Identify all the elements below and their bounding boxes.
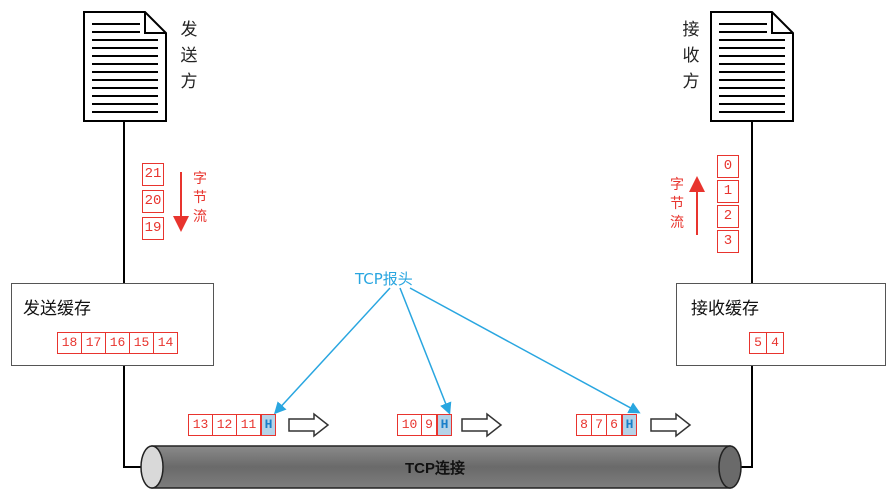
segment-byte: 11 — [237, 415, 261, 435]
receiver-stream-byte: 3 — [717, 230, 739, 253]
tcp-header-label: TCP报头 — [355, 270, 413, 288]
receive-buffer-byte: 5 — [750, 333, 767, 353]
segment-byte: 8 — [577, 415, 592, 435]
receiver-stream-byte: 0 — [717, 155, 739, 178]
sender-stream-byte: 21 — [142, 163, 164, 186]
receiver-stream-byte: 2 — [717, 205, 739, 228]
send-buffer-bytes: 18 17 16 15 14 — [57, 332, 178, 354]
sender-document-icon — [83, 11, 167, 122]
tcp-header-cell: H — [622, 415, 636, 435]
receive-buffer-bytes: 5 4 — [749, 332, 784, 354]
segment-byte: 13 — [189, 415, 213, 435]
segment-byte: 7 — [592, 415, 607, 435]
receiver-stream-byte: 1 — [717, 180, 739, 203]
send-buffer-byte: 17 — [82, 333, 106, 353]
segment-direction-arrows — [288, 412, 692, 438]
receive-buffer-title: 接收缓存 — [691, 299, 759, 319]
send-buffer-byte: 14 — [157, 335, 174, 350]
tcp-pipe — [140, 445, 742, 489]
segment-3-arrow-icon — [650, 412, 692, 438]
send-buffer-byte: 18 — [58, 333, 82, 353]
segment-3: 8 7 6 H — [576, 414, 637, 436]
sender-stream-label: 字 节 流 — [193, 171, 207, 225]
send-buffer: 发送缓存 18 17 16 15 14 — [11, 283, 214, 366]
receiver-stream-label: 字 节 流 — [670, 177, 684, 231]
sender-label: 发 送 方 — [180, 20, 198, 92]
send-buffer-byte: 15 — [130, 333, 154, 353]
receiver-document-icon — [710, 11, 794, 122]
sender-stream-byte: 19 — [142, 217, 164, 240]
segment-1: 13 12 11 H — [188, 414, 276, 436]
receive-buffer: 接收缓存 5 4 — [676, 283, 886, 366]
segment-2-arrow-icon — [461, 412, 503, 438]
segment-byte: 9 — [422, 415, 437, 435]
tcp-header-cell: H — [261, 415, 275, 435]
sender-stream-byte: 20 — [142, 190, 164, 213]
receiver-label: 接 收 方 — [682, 20, 700, 92]
tcp-header-cell: H — [437, 415, 451, 435]
receive-buffer-byte: 4 — [771, 335, 779, 350]
segment-byte: 10 — [398, 415, 422, 435]
segment-2: 10 9 H — [397, 414, 452, 436]
segment-byte: 6 — [607, 415, 622, 435]
segment-byte: 12 — [213, 415, 237, 435]
segment-1-arrow-icon — [288, 412, 330, 438]
tcp-header-pointers — [273, 287, 641, 415]
send-buffer-byte: 16 — [106, 333, 130, 353]
send-buffer-title: 发送缓存 — [23, 299, 91, 319]
tcp-connection-label: TCP连接 — [405, 460, 466, 477]
